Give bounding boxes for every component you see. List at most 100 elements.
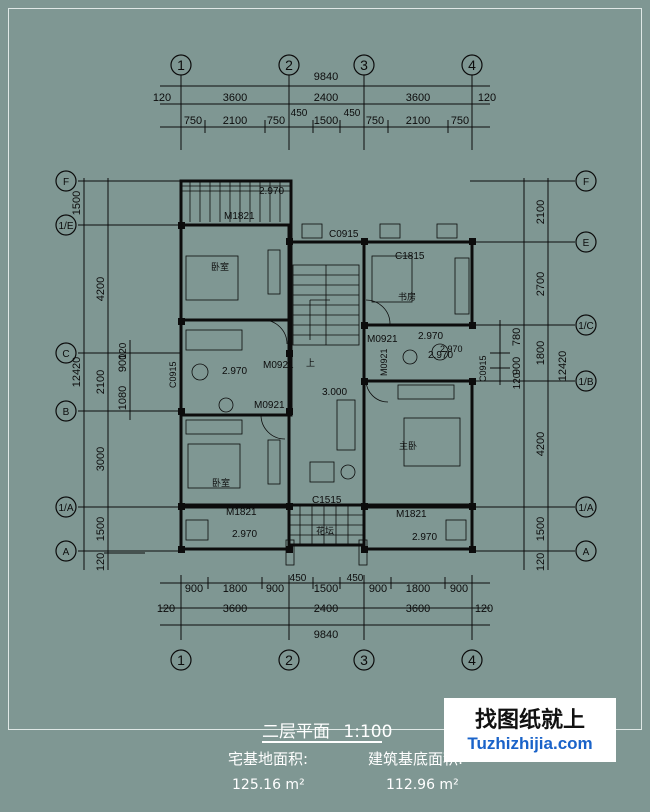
room-master: 主卧 (399, 440, 417, 451)
dims-left: 1500 4200 2100 3000 1500 120 12420 900 1… (71, 191, 129, 571)
master-bed (403, 417, 461, 467)
dim-top-detail-1: 750 (184, 115, 202, 127)
axis-row-left-2: C (62, 349, 69, 360)
dim-left-inner-1: 900 (117, 354, 129, 372)
axis-row-right-0: F (583, 177, 589, 188)
label-m0921-vertical: M0921 (379, 348, 389, 376)
axis-row-right-5: A (583, 547, 590, 558)
axis-row-left-1: 1/E (58, 221, 73, 232)
closet-3 (397, 384, 455, 400)
axis-col-3-bottom: 3 (360, 652, 368, 668)
elev-small: 2.970 (440, 344, 463, 354)
brand-en: Tuzhizhijia.com (467, 734, 593, 753)
dim-right-total: 12420 (557, 351, 569, 382)
stairs (292, 264, 360, 346)
dim-bottom-bay-2: 2400 (314, 603, 338, 615)
dim-right-seg-1: 2100 (535, 200, 547, 224)
side-table (340, 464, 356, 480)
utility-2 (445, 519, 467, 541)
label-c0915-left: C0915 (168, 361, 178, 388)
drawing-title: 二层平面 1:100 (262, 717, 392, 742)
dim-top-bay-3: 3600 (406, 92, 430, 104)
dim-top-bay-2: 2400 (314, 92, 338, 104)
window-study (379, 223, 401, 239)
dim-top-small-1: 450 (291, 108, 308, 119)
axis-row-right-1: E (583, 238, 590, 249)
axis-row-left-0: F (63, 177, 69, 188)
walls (179, 179, 474, 551)
dim-left-seg-5: 1500 (95, 517, 107, 541)
toilet-2 (431, 343, 449, 361)
flower-post-right (358, 539, 368, 566)
elev-bath-left: 2.970 (222, 366, 247, 377)
stair-up-label: 上 (306, 358, 315, 368)
dim-top-offset-left: 120 (153, 92, 171, 104)
door-swing-1 (260, 414, 286, 440)
bookshelf (454, 257, 470, 315)
dim-bottom-detail-3: 900 (266, 583, 284, 595)
dim-top-bay-1: 3600 (223, 92, 247, 104)
dim-bottom-bay-3: 3600 (406, 603, 430, 615)
axis-col-3-top: 3 (360, 57, 368, 73)
room-flower-bed: 花坛 (316, 525, 334, 536)
dims-bottom: 900 1800 900 1500 900 1800 900 450 450 1… (157, 573, 493, 641)
dim-bottom-small-2: 450 (347, 573, 364, 584)
room-bedroom-2: 卧室 (212, 477, 230, 488)
building-area-value: 112.96 m² (386, 777, 459, 793)
axis-row-right-3: 1/B (578, 377, 593, 388)
door-swing-2 (262, 319, 288, 345)
label-m0921-left: M0921 (263, 360, 294, 371)
dim-top-small-2: 450 (344, 108, 361, 119)
dim-top-detail-7: 750 (451, 115, 469, 127)
elev-balcony-left: 2.970 (232, 529, 257, 540)
closet-1 (185, 329, 243, 351)
dim-bottom-detail-7: 900 (450, 583, 468, 595)
dim-left-total: 12420 (71, 357, 83, 388)
axis-letters: F 1/E C B 1/A A F E 1/C 1/B 1/A A (58, 177, 593, 558)
axis-col-4-top: 4 (468, 57, 476, 73)
bed-1 (185, 255, 239, 301)
sheet-border (8, 8, 642, 730)
dim-top-offset-right: 120 (478, 92, 496, 104)
dim-bottom-total: 9840 (314, 629, 338, 641)
elev-bath-right-a: 2.970 (418, 331, 443, 342)
dim-bottom-detail-5: 900 (369, 583, 387, 595)
dim-left-seg-1: 1500 (71, 191, 83, 215)
sofa (336, 399, 356, 451)
dim-right-seg-4: 4200 (535, 432, 547, 456)
window-corner (436, 223, 458, 239)
drawing-title-text: 二层平面 (262, 722, 330, 742)
dim-bottom-small-1: 450 (290, 573, 307, 584)
axis-row-left-4: 1/A (58, 503, 73, 514)
flower-post-left (285, 539, 295, 566)
dim-bottom-detail-1: 900 (185, 583, 203, 595)
dim-left-seg-6: 120 (95, 553, 107, 571)
brand-watermark: 找图纸就上 Tuzhizhijia.com (444, 698, 616, 762)
plan-labels: M1821 2.970 C0915 C1815 卧室 书房 2.970 M092… (168, 186, 488, 543)
axis-row-right-2: 1/C (578, 321, 594, 332)
room-bedroom-1: 卧室 (211, 261, 229, 272)
window-stair (301, 223, 323, 239)
brand-cn: 找图纸就上 (474, 708, 585, 733)
dim-top-total: 9840 (314, 71, 338, 83)
utility-1 (185, 519, 209, 541)
dim-right-inner-3: 120 (512, 372, 523, 389)
label-m0921-study: M0921 (367, 334, 398, 345)
axis-numbers: 1 2 3 4 1 2 3 4 (177, 57, 476, 668)
bed-2 (187, 443, 241, 489)
axis-col-1-top: 1 (177, 57, 185, 73)
axis-col-2-top: 2 (285, 57, 293, 73)
label-m1821-left: M1821 (226, 507, 257, 518)
dim-bottom-bay-1: 3600 (223, 603, 247, 615)
label-c0915-right: C0915 (478, 355, 488, 382)
drawing-scale: 1:100 (343, 722, 393, 742)
dim-top-detail-3: 750 (267, 115, 285, 127)
label-c0915-top: C0915 (329, 229, 359, 240)
site-area-label: 宅基地面积: (228, 750, 309, 768)
axis-bubbles (55, 54, 597, 671)
armchair (309, 461, 335, 483)
balcony-hatch-top (181, 181, 291, 222)
door-swing-4 (365, 379, 389, 403)
